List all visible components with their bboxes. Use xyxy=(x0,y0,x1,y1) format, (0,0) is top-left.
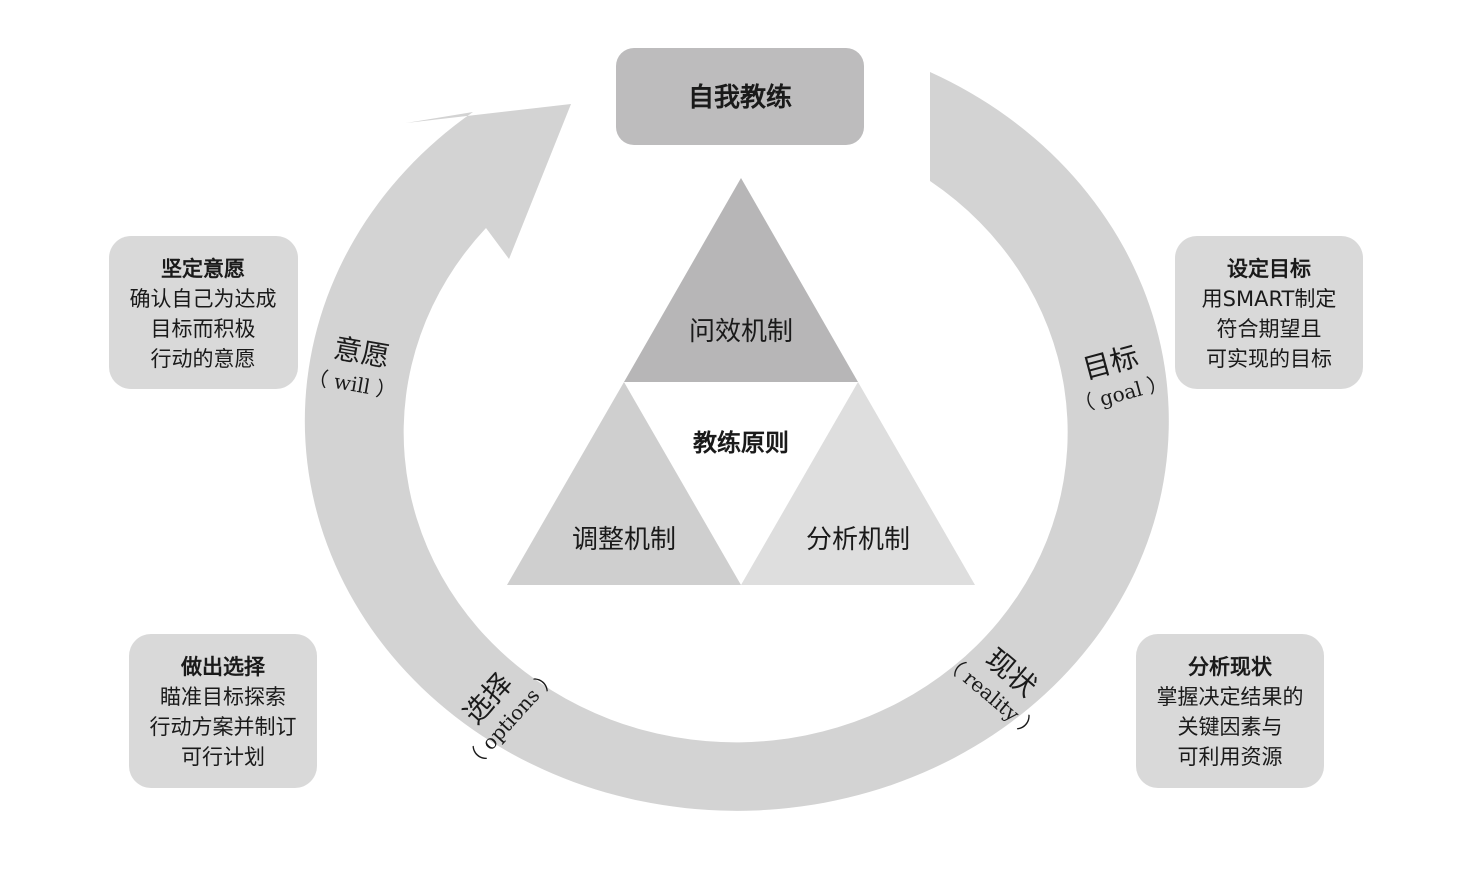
mechanism-top-label: 问效机制 xyxy=(689,317,793,347)
box-reality-title: 分析现状 xyxy=(1188,655,1273,679)
box-goal-line: 用SMART制定 xyxy=(1202,287,1337,311)
box-reality-line: 关键因素与 xyxy=(1178,715,1283,739)
triangle-left xyxy=(507,382,741,585)
box-options-line: 可行计划 xyxy=(181,745,265,769)
box-will-line: 行动的意愿 xyxy=(151,347,256,371)
box-options-line: 瞄准目标探索 xyxy=(160,685,286,709)
title-text: 自我教练 xyxy=(688,82,792,113)
core-label: 教练原则 xyxy=(693,429,789,457)
box-goal-line: 符合期望且 xyxy=(1217,317,1322,341)
title-box xyxy=(616,48,864,145)
box-reality-line: 可利用资源 xyxy=(1178,745,1283,769)
box-goal: 设定目标 用SMART制定 符合期望且 可实现的目标 xyxy=(1175,236,1363,389)
box-will-title: 坚定意愿 xyxy=(161,257,245,281)
box-options-title: 做出选择 xyxy=(180,655,266,679)
box-options-line: 行动方案并制订 xyxy=(150,715,297,739)
box-goal-line: 可实现的目标 xyxy=(1206,347,1332,371)
box-goal-title: 设定目标 xyxy=(1227,257,1311,281)
box-reality: 分析现状 掌握决定结果的 关键因素与 可利用资源 xyxy=(1136,634,1324,788)
triangle-right xyxy=(741,382,975,585)
mechanism-left-label: 调整机制 xyxy=(572,525,676,555)
mechanism-right-label: 分析机制 xyxy=(806,525,910,555)
box-reality-line: 掌握决定结果的 xyxy=(1157,685,1304,709)
triangle-top xyxy=(624,178,858,382)
box-will-line: 确认自己为达成 xyxy=(130,287,277,311)
triangle-center xyxy=(624,382,858,585)
box-will-line: 目标而积极 xyxy=(151,317,256,341)
box-will: 坚定意愿 确认自己为达成 目标而积极 行动的意愿 xyxy=(109,236,298,389)
box-options: 做出选择 瞄准目标探索 行动方案并制订 可行计划 xyxy=(129,634,317,788)
